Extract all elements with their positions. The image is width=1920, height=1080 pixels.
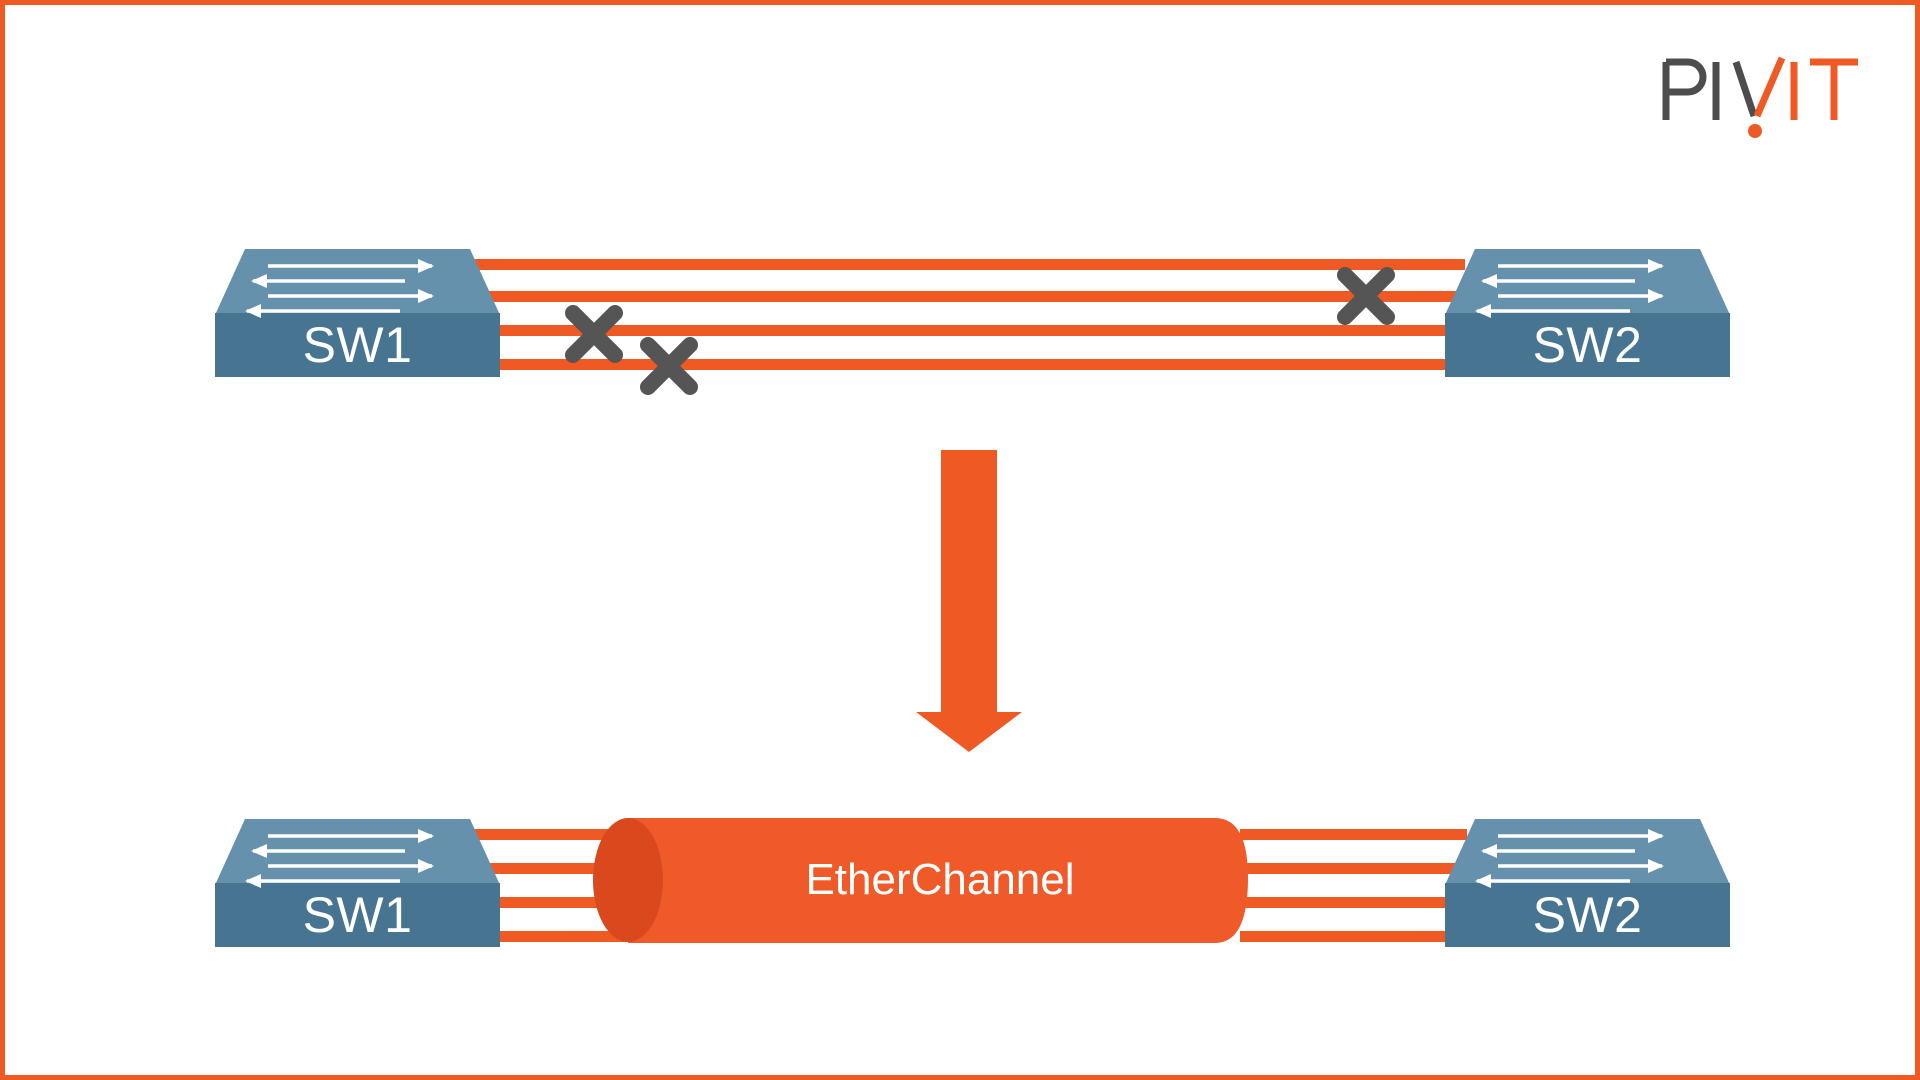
top-cable-4 <box>485 359 1465 370</box>
logo-slash <box>1753 56 1786 118</box>
etherchannel-tube-shape[interactable] <box>593 818 1248 943</box>
switch-sw1-bottom-shape[interactable] <box>215 819 500 947</box>
tube-left-end-cap <box>593 818 663 942</box>
logo-letter-p <box>1662 58 1707 120</box>
switch-sw1-top-shape[interactable] <box>215 249 500 377</box>
bottom-right-cable-group <box>1240 829 1467 942</box>
sw1b-traffic-arrows <box>245 829 434 888</box>
sw1b-front-face <box>215 883 500 947</box>
sw2-traffic-arrows <box>1475 259 1664 318</box>
switch-sw2-bottom-shape[interactable] <box>1445 819 1730 947</box>
bottom-left-cable-4 <box>485 931 660 942</box>
x-mark-group <box>565 267 1395 395</box>
sw1-front-face <box>215 313 500 377</box>
pivit-logo: PIV IT <box>1658 48 1868 140</box>
sw2b-traffic-arrows <box>1475 829 1664 888</box>
switch-sw2-top-shape[interactable] <box>1445 249 1730 377</box>
logo-dot <box>1748 124 1762 138</box>
bottom-right-cable-4 <box>1240 931 1467 942</box>
pivit-logo-svg: PIV IT <box>1662 56 1858 138</box>
logo-letter-t <box>1810 58 1858 120</box>
sw2b-front-face <box>1445 883 1730 947</box>
sw2-front-face <box>1445 313 1730 377</box>
tube-body <box>628 818 1248 943</box>
top-cable-3 <box>485 325 1465 336</box>
bottom-left-cable-2 <box>478 863 660 874</box>
logo-letter-v-left <box>1732 60 1758 118</box>
top-cable-2 <box>480 291 1465 302</box>
sw1-traffic-arrows <box>245 259 434 318</box>
x-mark-3 <box>1337 267 1395 325</box>
top-cable-1 <box>455 259 1465 270</box>
bottom-left-cable-group <box>460 829 660 942</box>
x-mark-1 <box>565 305 623 363</box>
top-cable-group <box>455 259 1465 370</box>
bottom-left-cable-1 <box>460 829 660 840</box>
bottom-right-cable-2 <box>1240 863 1467 874</box>
bottom-left-cable-3 <box>485 897 660 908</box>
down-arrow-shape <box>916 450 1022 752</box>
bottom-right-cable-3 <box>1240 897 1467 908</box>
bottom-right-cable-1 <box>1240 829 1467 840</box>
x-mark-2 <box>640 337 698 395</box>
down-arrow-polygon <box>916 450 1022 752</box>
